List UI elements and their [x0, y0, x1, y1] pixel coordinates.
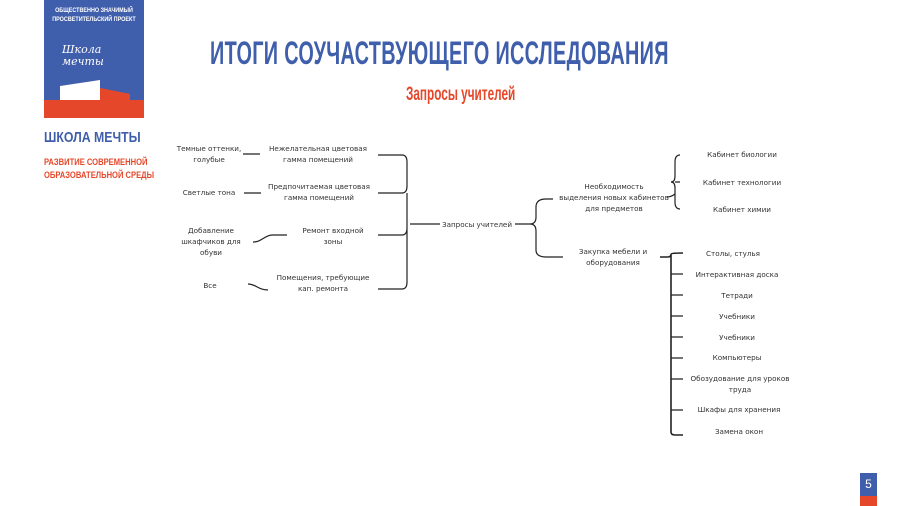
- cabinet-item: Кабинет биологии: [707, 150, 777, 159]
- detail-dark-shades: Темные оттенки,голубые: [176, 144, 242, 164]
- detail-all: Все: [203, 281, 217, 290]
- furniture-item: Интерактивная доска: [695, 270, 779, 279]
- logo-name: ШКОЛА МЕЧТЫ: [44, 129, 141, 146]
- furniture-item: Учебники: [719, 333, 755, 342]
- page-subtitle: Запросы учителей: [406, 84, 516, 105]
- logo: ОБЩЕСТВЕННО ЗНАЧИМЫЙ ПРОСВЕТИТЕЛЬСКИЙ ПР…: [44, 0, 144, 118]
- page-number-accent: [860, 496, 877, 506]
- furniture-item: Столы, стулья: [706, 249, 760, 258]
- furniture-item: Компьютеры: [712, 353, 762, 362]
- logo-script: Школа мечты: [62, 43, 104, 68]
- logo-top-text: ОБЩЕСТВЕННО ЗНАЧИМЫЙ ПРОСВЕТИТЕЛЬСКИЙ ПР…: [52, 7, 136, 23]
- page-number: 5: [860, 473, 877, 496]
- furniture-item: Тетради: [721, 291, 753, 300]
- furniture-item: Обозудование для уроков труда: [690, 374, 790, 394]
- detail-light-tones: Светлые тона: [182, 188, 236, 197]
- cabinet-item: Кабинет технологии: [702, 178, 782, 187]
- furniture-item: Замена окон: [714, 427, 764, 436]
- logo-building-icon: [44, 80, 144, 118]
- page-title: ИТОГИ СОУЧАСТВУЮЩЕГО ИССЛЕДОВАНИЯ: [210, 35, 669, 71]
- furniture-item: Учебники: [719, 312, 755, 321]
- node-root: Запросы учителей: [441, 220, 513, 229]
- furniture-item: Шкафы для хранения: [697, 405, 781, 414]
- cabinet-item: Кабинет химии: [713, 205, 771, 214]
